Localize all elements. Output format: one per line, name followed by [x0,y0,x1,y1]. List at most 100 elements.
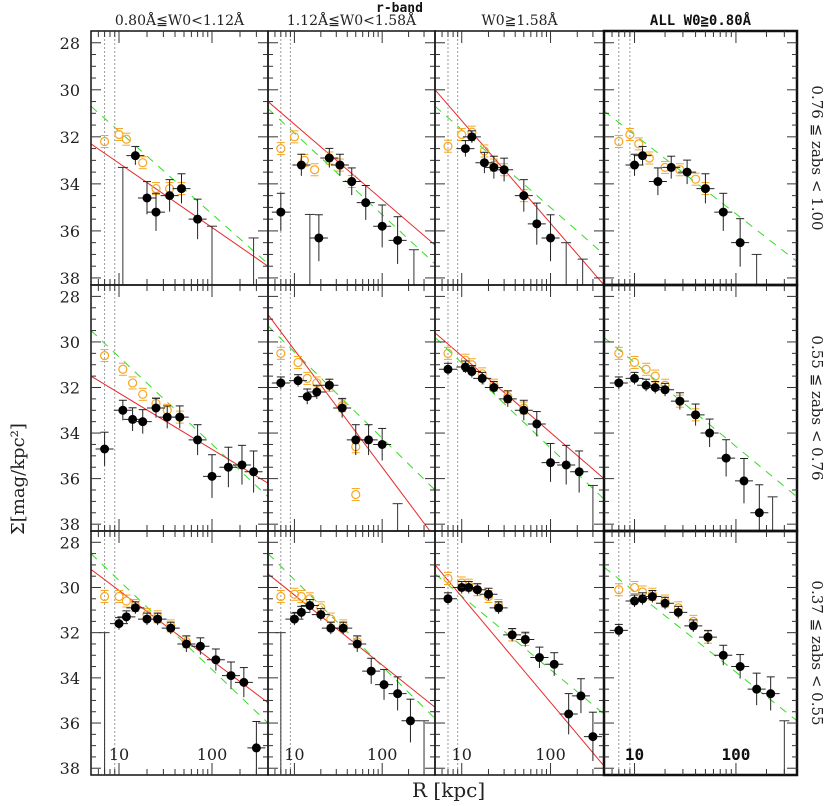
data-point [337,403,347,413]
data-point [520,634,530,644]
comparison-point [276,348,286,358]
data-point [576,691,586,701]
data-point [650,383,660,392]
panel-r2-c3 [602,529,799,777]
data-point [153,614,163,624]
data-point [249,467,259,477]
data-point [647,592,657,602]
row-label: 0.37 ≦ zabs < 0.55 [808,580,826,725]
data-point [479,158,489,168]
data-point [443,364,453,374]
data-point [211,655,221,665]
data-point [752,684,762,694]
data-point [735,238,745,248]
data-point [532,419,542,429]
data-point [296,607,306,617]
data-point [691,410,701,420]
panel-r1-c1 [267,284,436,532]
green-fit-line [91,105,268,265]
data-point [641,380,651,390]
comparison-point [641,364,651,374]
data-point [638,594,648,604]
comparison-point [310,165,320,175]
column-title: ALL W0≧0.80Å [650,12,752,29]
data-point [460,362,470,372]
panel-frame [434,530,605,776]
comparison-point [296,591,306,602]
data-point [739,476,749,486]
y-axis-label: Σ[mag/kpc²] [8,423,29,535]
red-fit-line [91,143,268,267]
panel-frame [90,30,269,286]
comparison-point [138,389,148,399]
green-fit-line [268,553,435,719]
row-label: 0.76 ≦ zabs < 1.00 [808,85,826,230]
data-point [128,414,138,424]
data-point [546,233,556,243]
x-tick-label: 100 [535,745,566,764]
y-tick-label: 34 [60,424,80,443]
y-tick-label: 38 [60,269,80,288]
data-point [166,623,176,633]
y-tick-label: 28 [60,34,80,53]
data-point [316,610,326,620]
column-title: W0≧1.58Å [481,11,558,29]
data-point [561,460,571,470]
row-label: 0.55 ≦ zabs < 0.76 [808,335,826,480]
data-point [705,428,715,438]
data-point [324,380,334,390]
comparison-point [293,357,303,368]
data-point [443,594,453,604]
green-fit-line [435,573,604,715]
red-fit-line [91,569,268,704]
data-point [324,153,334,163]
panel-r1-c2 [434,284,605,532]
x-axis-label: R [kpc] [412,778,485,802]
data-point [546,458,556,468]
data-point [207,471,217,481]
panel-r2-c1 [267,530,436,776]
data-point [364,435,374,445]
y-tick-label: 38 [60,759,80,778]
data-point [289,614,299,624]
panel-frame [602,29,799,287]
data-point [405,716,415,726]
data-point [499,165,509,175]
panel-r2-c0 [90,530,269,776]
data-point [377,439,387,449]
data-point [754,508,764,518]
y-tick-label: 38 [60,515,80,534]
x-tick-label: 10 [109,745,129,764]
data-point [165,191,175,201]
data-point [130,603,140,613]
data-point [393,689,403,699]
data-point [630,160,640,170]
data-point [142,614,152,624]
data-point [338,623,348,633]
panel-r0-c1 [267,30,436,286]
comparison-point [302,373,312,383]
comparison-point [614,348,624,358]
data-point [660,385,670,395]
panel-r0-c2 [434,30,605,286]
data-point [151,207,161,217]
data-point [361,198,371,208]
data-point [460,144,470,154]
y-tick-label: 28 [60,287,80,306]
data-point [151,403,161,413]
y-tick-label: 30 [60,81,80,100]
comparison-point [629,357,640,368]
data-point [237,460,247,470]
data-point [142,193,152,203]
data-point [464,582,474,592]
green-fit-line [604,110,797,262]
y-tick-label: 30 [60,578,80,597]
data-point [347,177,357,187]
comparison-point [151,183,161,194]
data-point [162,412,172,422]
data-point [688,621,698,631]
data-point [630,373,640,383]
data-point [379,680,389,690]
